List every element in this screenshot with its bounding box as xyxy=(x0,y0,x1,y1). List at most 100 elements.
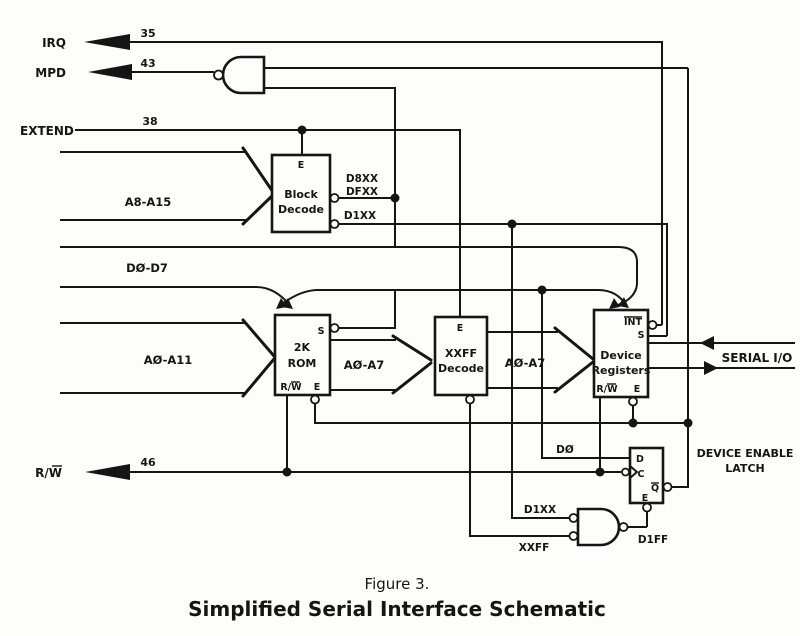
a8-a15-bus: A8-A15 xyxy=(60,146,275,226)
xxff-gate-label: XXFF xyxy=(519,542,550,554)
rw-label: R/W xyxy=(35,466,62,480)
junction-dots xyxy=(282,125,693,477)
irq-line-number: 35 xyxy=(140,27,155,40)
latch-box xyxy=(628,446,665,505)
rom-name-2: ROM xyxy=(288,357,317,370)
block-decode-name-1: Block xyxy=(284,188,318,201)
junction-rom-rw xyxy=(282,467,292,477)
latch-d-pin: D xyxy=(636,454,644,465)
latch-caption-1: DEVICE ENABLE xyxy=(697,447,794,460)
junction-d0 xyxy=(537,285,547,295)
a0-a11-label: AØ-A11 xyxy=(144,353,193,367)
devreg-enable-pin: E xyxy=(634,384,641,395)
a0-a7-dev-label: AØ-A7 xyxy=(505,356,546,370)
rom-name-1: 2K xyxy=(294,341,311,354)
irq-label: IRQ xyxy=(42,36,66,50)
xxff-decode: E XXFF Decode xyxy=(433,315,570,537)
irq-output-arrow-icon xyxy=(84,34,130,50)
devreg-data-arrow-right-icon xyxy=(609,298,620,309)
mpd-line-number: 43 xyxy=(140,57,155,70)
latch-e-pin: E xyxy=(642,493,649,504)
a8-a15-label: A8-A15 xyxy=(125,195,172,209)
junction-enable-rail xyxy=(683,418,693,428)
rw-line-number: 46 xyxy=(140,456,156,469)
irq-wire xyxy=(128,41,663,325)
latch-clock-wedge-icon xyxy=(629,465,639,479)
figure-number: Figure 3. xyxy=(365,575,430,593)
figure-caption: Figure 3. Simplified Serial Interface Sc… xyxy=(188,575,606,621)
dfxx-net-label: DFXX xyxy=(346,186,378,198)
rom-box xyxy=(273,313,332,397)
latch-caption-2: LATCH xyxy=(725,462,764,475)
rom-rw-pin: R/W xyxy=(280,382,302,393)
extend-label: EXTEND xyxy=(20,124,74,138)
mpd-output-arrow-icon xyxy=(88,64,132,80)
junction-d8xx xyxy=(390,193,400,203)
serial-io-label: SERIAL I/O xyxy=(722,351,793,365)
d1ff-net-label: D1FF xyxy=(638,534,668,546)
block-decode-d1xx-bubble xyxy=(329,219,340,229)
d1xx-wire xyxy=(339,223,668,336)
d8xx-net-label: D8XX xyxy=(346,173,378,185)
a8-a15-bus-arrow-icon xyxy=(241,146,275,226)
d0-d7-upper-wire xyxy=(60,246,638,284)
a0-a7-dev-bus: AØ-A7 xyxy=(487,326,595,394)
mpd-nand-gate-icon xyxy=(221,55,266,95)
extend-wire xyxy=(75,129,461,317)
latch-q-to-mpd-wire xyxy=(672,68,689,488)
latch-e-bubble xyxy=(642,502,652,513)
device-registers: INT S Device Registers R/W E xyxy=(592,308,667,472)
serial-in-arrow-icon xyxy=(700,336,714,350)
devreg-name-1: Device xyxy=(600,349,642,362)
device-registers-box xyxy=(592,308,650,399)
d1xx-net-label: D1XX xyxy=(344,210,376,222)
d1ff-gate-output-bubble xyxy=(618,522,629,532)
d1ff-gate-input-bubble-bottom xyxy=(568,531,579,541)
rom-select-pin: S xyxy=(318,326,325,337)
xxff-decode-enable-pin: E xyxy=(457,323,464,334)
rom-data-arrow-right-icon xyxy=(276,298,287,309)
rom-select-wire xyxy=(339,290,396,329)
rom-select-bubble xyxy=(329,323,340,333)
xxff-out-wire xyxy=(469,403,570,537)
d0-d7-bus: DØ-D7 xyxy=(60,246,638,309)
rom: S 2K ROM R/W E xyxy=(273,290,688,472)
latch-q-bubble xyxy=(662,482,673,492)
junction-devreg-rw xyxy=(595,467,605,477)
d1xx-branch-wire xyxy=(511,224,570,519)
serial-out-arrow-icon xyxy=(704,361,718,375)
block-decode-enable-pin: E xyxy=(298,160,305,171)
xxff-decode-box xyxy=(433,315,489,397)
latch-q-pin: Q xyxy=(651,483,659,494)
junction-extend xyxy=(297,125,307,135)
rw-signal: R/W 46 xyxy=(35,456,621,480)
a0-a7-rom-label: AØ-A7 xyxy=(344,358,385,372)
latch-clock-bubble xyxy=(621,467,630,477)
devreg-int-bubble xyxy=(647,320,658,330)
d0-d7-label: DØ-D7 xyxy=(126,261,168,275)
block-decode-name-2: Decode xyxy=(278,203,324,216)
mpd-gate-output-bubble xyxy=(213,69,224,81)
irq-signal: IRQ 35 xyxy=(42,27,663,325)
junction-d1xx xyxy=(507,219,517,229)
devreg-select-pin: S xyxy=(638,330,645,341)
junction-devreg-enable xyxy=(628,418,638,428)
devreg-name-2: Registers xyxy=(592,364,651,377)
latch-c-pin: C xyxy=(638,469,645,480)
block-decode-box xyxy=(270,153,332,234)
a0-a11-bus-arrow-icon xyxy=(241,318,276,398)
devreg-enable-bubble xyxy=(628,396,638,407)
d0-tap: DØ xyxy=(541,290,630,459)
device-enable-latch: D C Q E DEVICE ENABLE LATCH xyxy=(621,68,794,527)
a0-a11-bus: AØ-A11 xyxy=(60,318,276,398)
mpd-label: MPD xyxy=(35,66,66,80)
a0-a7-rom-bus-arrow-icon xyxy=(391,334,433,395)
block-decode-d8xx-bubble xyxy=(329,193,340,203)
a0-a7-rom-bus: AØ-A7 xyxy=(330,334,433,395)
figure-title: Simplified Serial Interface Schematic xyxy=(188,597,606,621)
a0-a7-dev-bus-arrow-icon xyxy=(553,326,595,394)
d1ff-gate-input-bubble-top xyxy=(568,513,579,523)
devreg-int-pin: INT xyxy=(624,317,642,328)
